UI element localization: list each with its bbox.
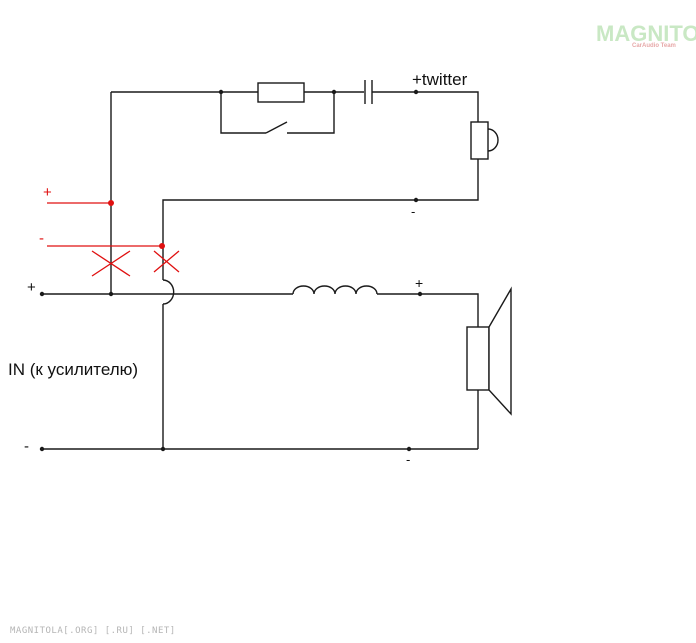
tweeter-minus-label: - xyxy=(411,204,415,219)
woofer-plus-label: + xyxy=(415,275,423,291)
switch-blade xyxy=(265,121,288,134)
switch-left-lead xyxy=(220,92,266,134)
watermark-logo-text: MAGNITOLA xyxy=(596,21,696,46)
red-plus-label: + xyxy=(43,184,52,201)
red-cross-mark xyxy=(91,250,131,277)
input-plus-label: + xyxy=(27,279,36,296)
input-plus-terminal xyxy=(39,291,45,297)
switch-right-lead xyxy=(287,92,335,134)
tweeter-plus-wire xyxy=(372,91,479,122)
woofer-plus-terminal xyxy=(417,291,423,297)
junction-dot xyxy=(108,291,114,297)
red-plus-node xyxy=(108,200,114,206)
resistor xyxy=(257,82,305,103)
watermark-logo: MAGNITOLA CarAudio Team xyxy=(596,21,696,49)
junction-dot xyxy=(331,89,337,95)
red-cross-mark xyxy=(153,250,180,273)
tweeter-plus-terminal xyxy=(413,89,419,95)
input-minus-label: - xyxy=(24,438,29,455)
inductor xyxy=(292,285,378,295)
tweeter-minus-terminal xyxy=(413,197,419,203)
woofer-plus-wire xyxy=(377,293,479,327)
woofer-cone xyxy=(488,286,512,416)
watermark-sub-text: CarAudio Team xyxy=(632,43,676,49)
wire-crossing-hop xyxy=(162,279,175,305)
tweeter-dome xyxy=(487,128,499,152)
input-label: IN (к усилителю) xyxy=(8,360,138,379)
tweeter-plus-label: +twitter xyxy=(412,70,468,89)
woofer-minus-terminal xyxy=(406,446,412,452)
watermark-footer: MAGNITOLA[.ORG] [.RU] [.NET] xyxy=(10,626,176,636)
woofer-minus-label: - xyxy=(406,452,410,467)
tweeter-minus-wire xyxy=(162,159,479,280)
woofer-magnet xyxy=(466,326,490,391)
input-minus-terminal xyxy=(39,446,45,452)
red-minus-label: - xyxy=(39,230,44,247)
tweeter xyxy=(470,121,489,160)
junction-dot xyxy=(218,89,224,95)
red-minus-node xyxy=(159,243,165,249)
junction-dot xyxy=(160,446,166,452)
